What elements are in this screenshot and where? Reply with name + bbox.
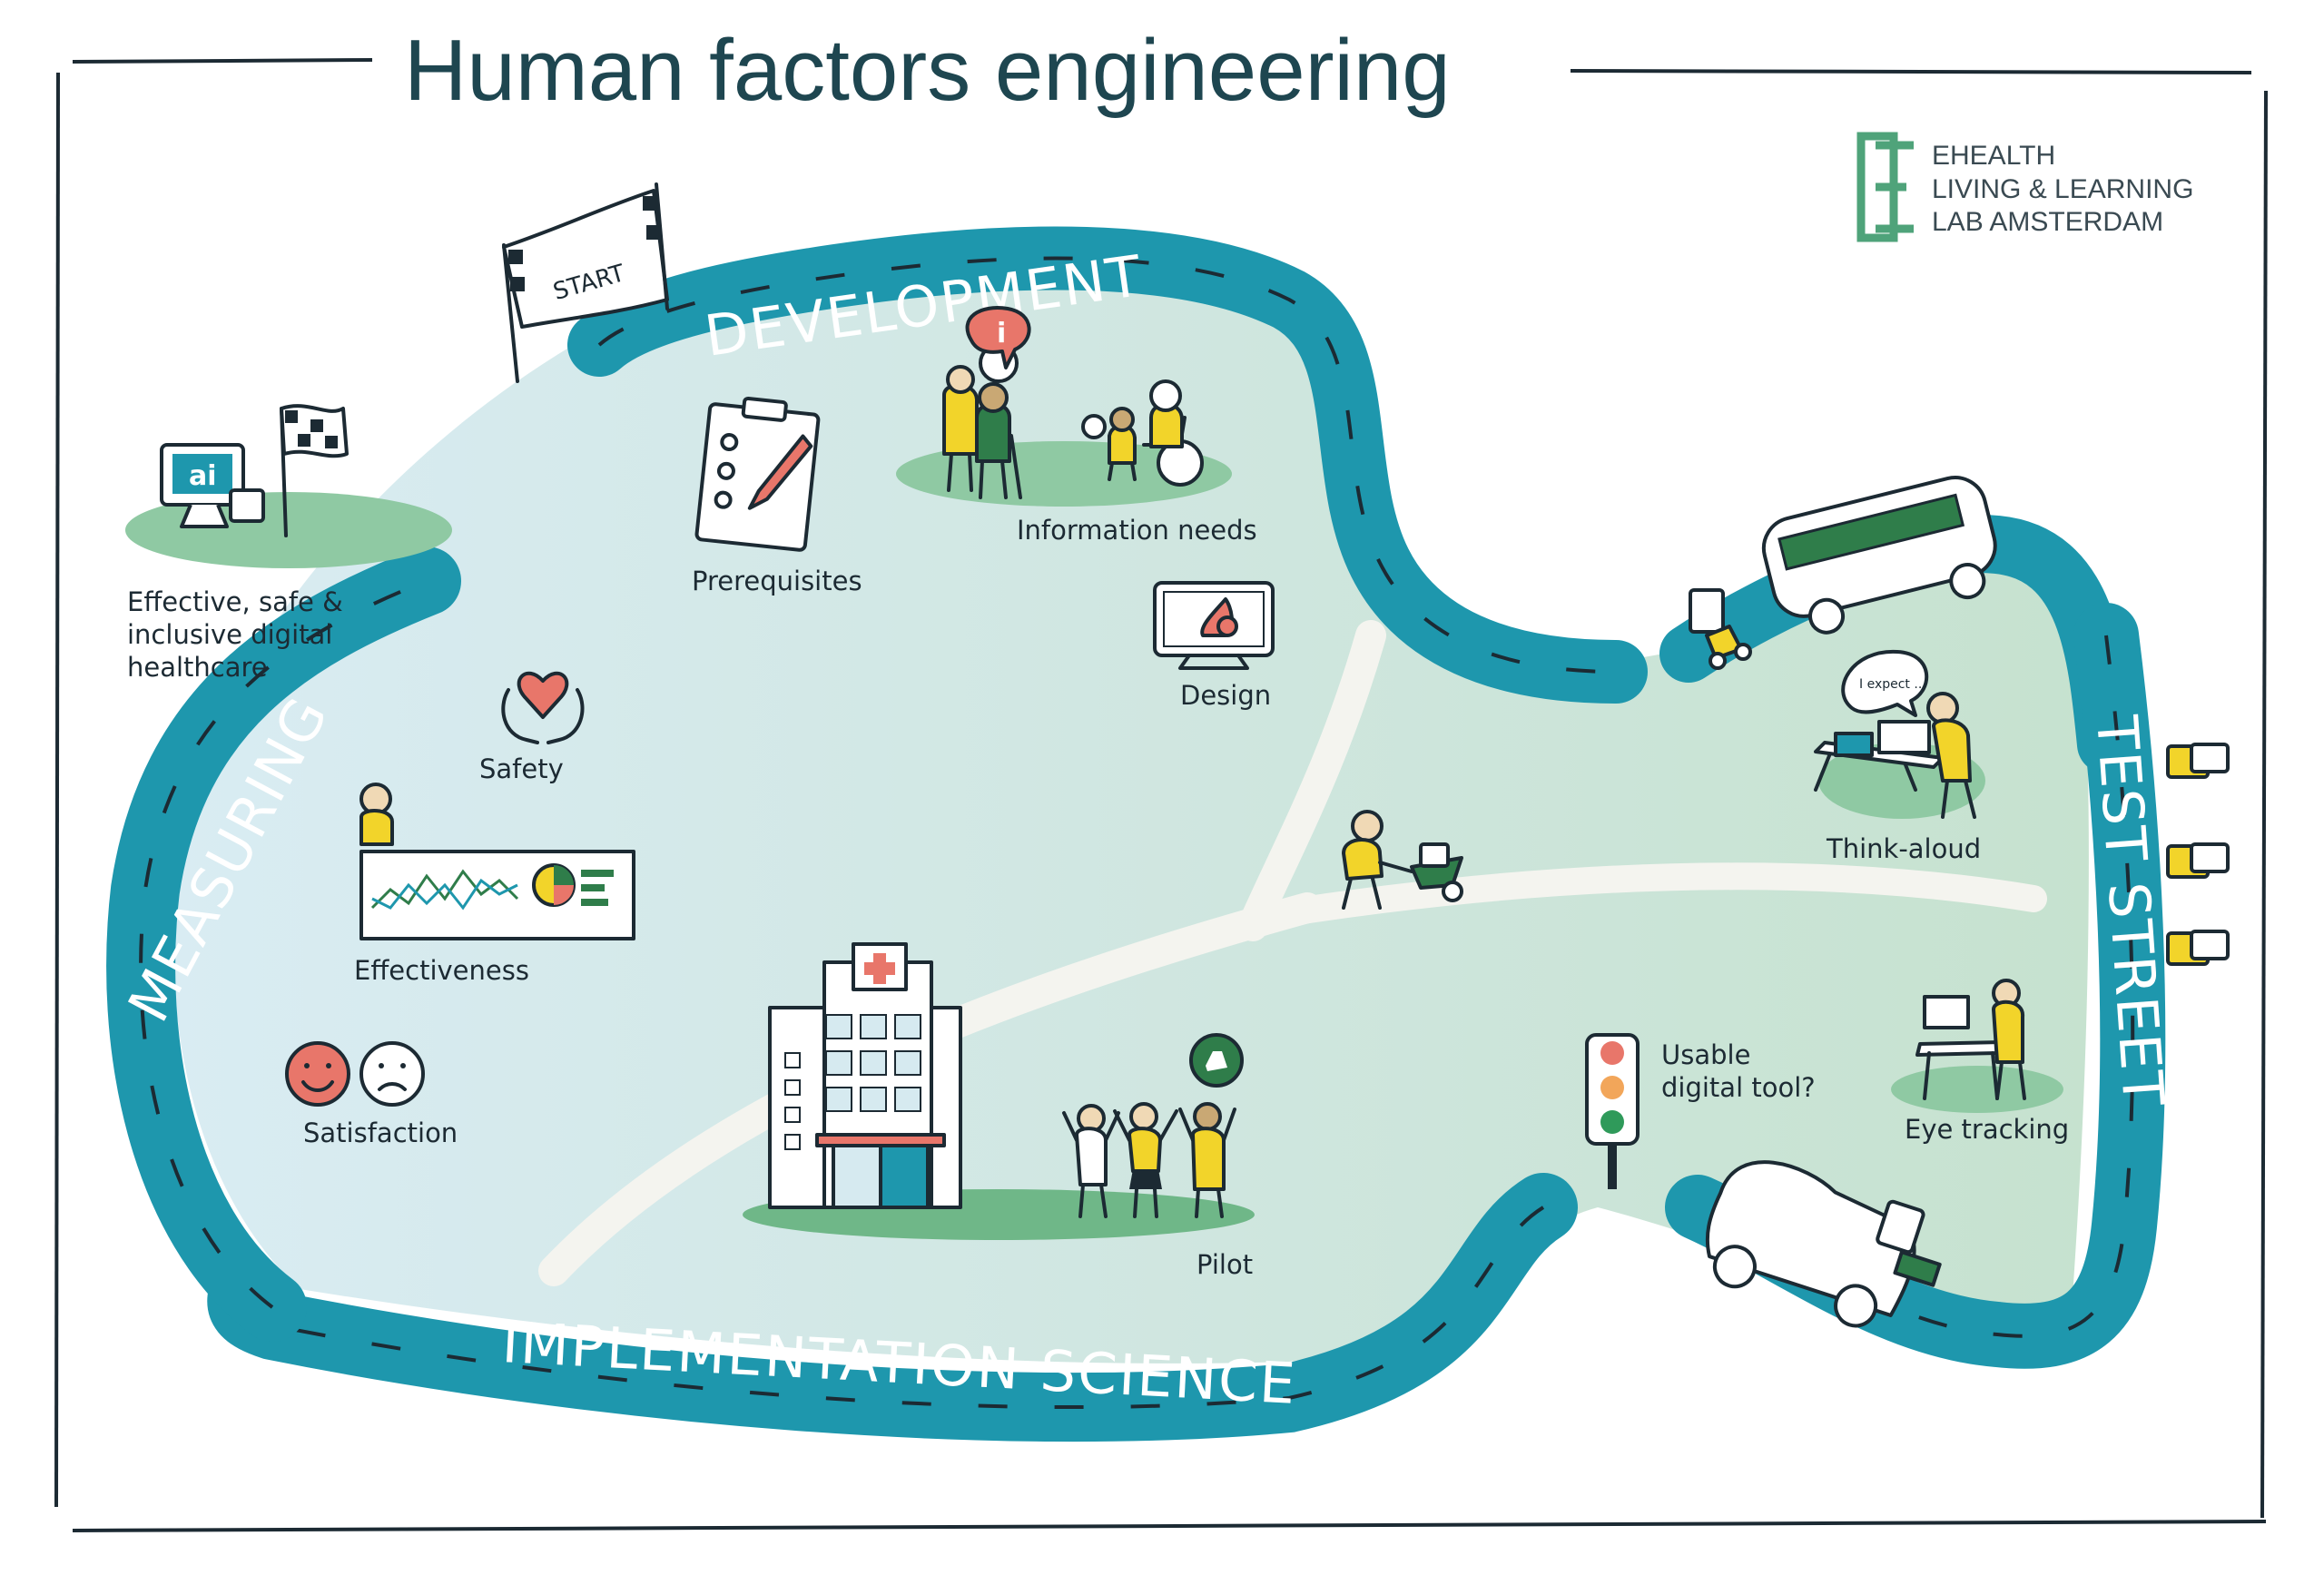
satisfaction-faces-icon (285, 1041, 425, 1107)
label-satisfaction: Satisfaction (303, 1117, 458, 1148)
frame (54, 58, 2268, 1532)
logo-line-2: LIVING & LEARNING (1932, 174, 2193, 204)
safety-hands-heart-icon (501, 671, 585, 744)
start-flag: START (502, 182, 669, 383)
car-icon (1705, 1160, 1942, 1328)
ai-screen-label: ai (189, 460, 217, 492)
road-label-test-street: TEST STREET (2083, 713, 2177, 1110)
label-effectiveness: Effectiveness (354, 955, 529, 986)
svg-text:Usable: Usable (1661, 1039, 1750, 1070)
logo-line-3: LAB AMSTERDAM (1932, 207, 2163, 237)
page-title: Human factors engineering (404, 22, 1451, 119)
think-aloud-scene: I expect .. (1814, 649, 1985, 819)
svg-text:Effective, safe &: Effective, safe & (127, 586, 343, 617)
side-phones (2166, 743, 2230, 966)
label-safety: Safety (479, 753, 564, 784)
eye-tracking-scene (1891, 979, 2063, 1113)
pilot-scene (743, 942, 1255, 1240)
effectiveness-dashboard (359, 783, 635, 940)
label-usable-tool: Usable digital tool? (1661, 1039, 1816, 1103)
bus-icon (1761, 476, 1997, 635)
svg-text:i: i (997, 318, 1006, 349)
goal-station: ai (125, 404, 452, 568)
svg-text:digital tool?: digital tool? (1661, 1072, 1816, 1103)
design-monitor-icon (1153, 581, 1275, 670)
goal-label: Effective, safe & inclusive digital heal… (127, 586, 343, 683)
phone-cart-icon (1689, 588, 1752, 670)
information-needs-scene: i (896, 306, 1232, 507)
label-information-needs: Information needs (1017, 515, 1257, 546)
label-eye-tracking: Eye tracking (1905, 1114, 2069, 1145)
traffic-light-icon (1585, 1033, 1640, 1189)
ehealth-lab-logo: EHEALTH LIVING & LEARNING LAB AMSTERDAM (1856, 132, 2193, 242)
label-pilot: Pilot (1196, 1249, 1253, 1280)
clipboard-icon (694, 396, 821, 552)
svg-text:inclusive digital: inclusive digital (127, 619, 332, 650)
label-prerequisites: Prerequisites (692, 566, 862, 596)
label-design: Design (1180, 680, 1271, 711)
label-think-aloud: Think-aloud (1826, 833, 1981, 864)
wheelbarrow-person (1342, 810, 1463, 910)
think-aloud-bubble: I expect .. (1859, 677, 1922, 692)
logo-line-1: EHEALTH (1932, 141, 2055, 171)
svg-text:healthcare: healthcare (127, 652, 268, 683)
